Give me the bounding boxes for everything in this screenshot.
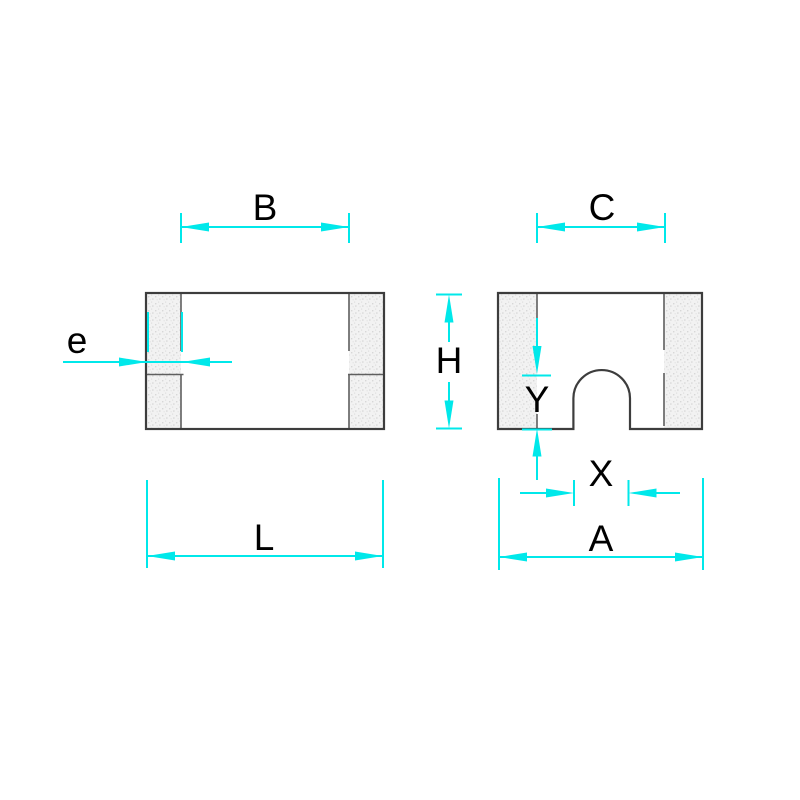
dimension-H-arrow-up bbox=[444, 294, 454, 323]
dimension-A-label: A bbox=[589, 518, 614, 559]
dimension-H-label: H bbox=[436, 340, 463, 381]
dimension-Y-lines bbox=[522, 318, 552, 480]
dimension-B-arrow-left bbox=[181, 222, 209, 232]
dimension-B: B bbox=[180, 187, 350, 243]
dimension-e-label: e bbox=[67, 320, 88, 361]
dimension-e: e bbox=[63, 312, 232, 367]
dimension-e-arrow-left bbox=[182, 357, 210, 367]
dimension-H: H bbox=[436, 293, 463, 430]
dimension-C-arrow-left bbox=[537, 222, 565, 232]
dimension-H-arrow-down bbox=[444, 400, 454, 429]
dimension-L: L bbox=[146, 480, 384, 568]
side-view bbox=[144, 291, 386, 431]
dimension-Y-label: Y bbox=[525, 379, 550, 420]
dimension-A-lines bbox=[498, 478, 704, 570]
dimension-X-arrow-left bbox=[628, 488, 657, 498]
dimension-B-label: B bbox=[253, 187, 278, 228]
dimension-X: X bbox=[520, 453, 680, 506]
front-view-body-outline-with-notch bbox=[496, 291, 704, 431]
dimension-L-lines bbox=[146, 480, 384, 568]
dimension-Y-arrow-up bbox=[532, 428, 542, 457]
dimension-L-arrow-left bbox=[147, 551, 175, 561]
dimension-e-arrow-right bbox=[119, 357, 147, 367]
dimension-Y-arrow-down bbox=[532, 346, 542, 374]
dimension-B-arrow-right bbox=[321, 222, 349, 232]
dimension-A-arrow-left bbox=[499, 552, 527, 562]
dimension-Y: Y bbox=[522, 318, 552, 480]
dimension-A: A bbox=[498, 478, 704, 570]
dimension-C-arrow-right bbox=[637, 222, 665, 232]
front-view-left-termination bbox=[498, 293, 537, 429]
side-view-right-termination-edge bbox=[348, 294, 383, 428]
dimension-C: C bbox=[536, 187, 666, 243]
dimension-X-arrow-right bbox=[546, 488, 574, 498]
dimension-C-label: C bbox=[589, 187, 616, 228]
dimension-L-label: L bbox=[254, 517, 275, 558]
dimension-L-arrow-right bbox=[355, 551, 383, 561]
dimension-X-label: X bbox=[589, 453, 614, 494]
front-view bbox=[496, 291, 704, 431]
side-view-right-termination bbox=[349, 293, 384, 429]
dimension-A-arrow-right bbox=[675, 552, 703, 562]
front-view-right-termination bbox=[664, 293, 702, 429]
